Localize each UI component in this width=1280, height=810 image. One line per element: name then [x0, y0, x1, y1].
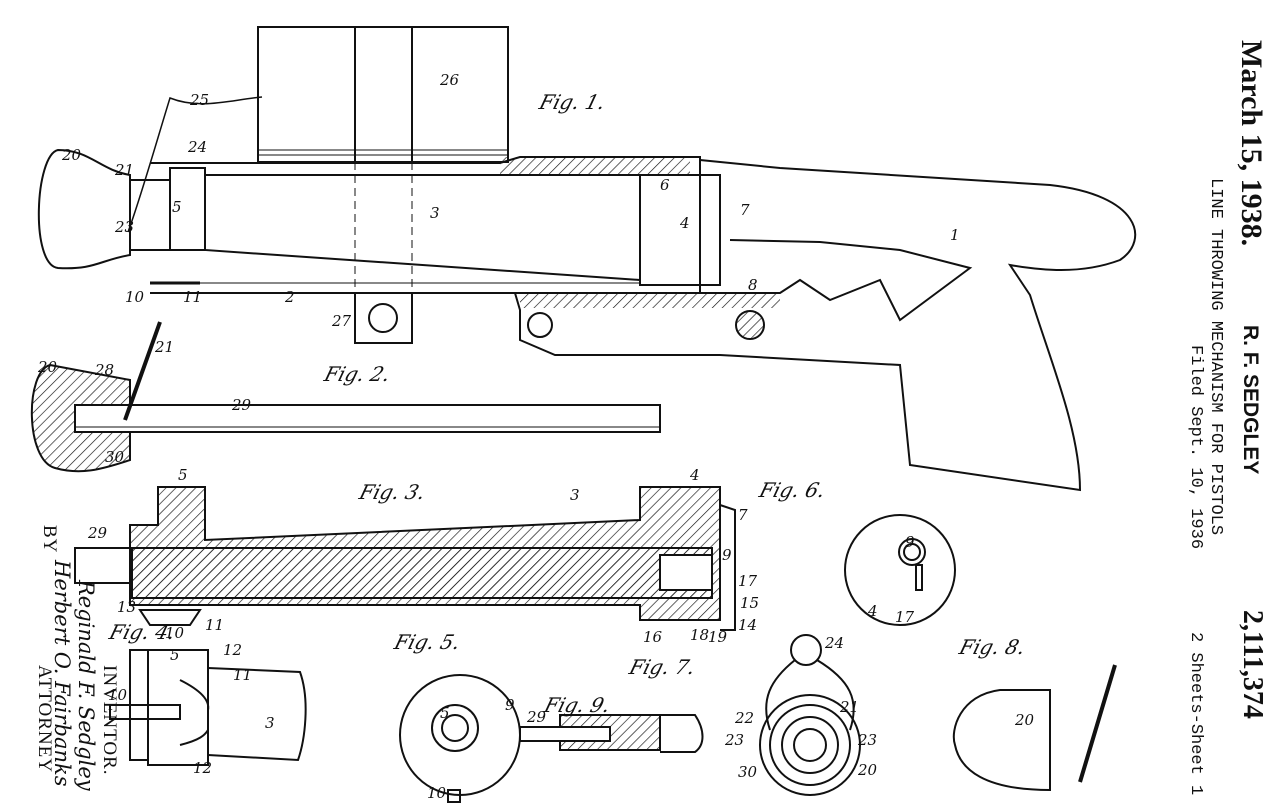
fig4-reference-numeral: 5 — [170, 646, 180, 664]
fig5-reference-numeral: 5 — [440, 704, 450, 722]
fig3-reference-numeral: 11 — [205, 616, 224, 634]
fig2-reference-numeral: 21 — [154, 338, 174, 356]
fig3-reference-numeral: 19 — [708, 628, 728, 646]
fig3-reference-numeral: 13 — [117, 598, 136, 616]
fig3-reference-numeral: 16 — [643, 628, 663, 646]
fig1-reference-numeral: 5 — [172, 198, 182, 216]
fig7-reference-numeral: 24 — [824, 634, 844, 652]
fig4-reference-numeral: 3 — [265, 714, 275, 732]
fig3-reference-numeral: 29 — [87, 524, 108, 542]
fig1-reference-numeral: 25 — [189, 91, 209, 109]
fig3-drawing — [74, 486, 736, 631]
fig3-reference-numeral: 4 — [689, 466, 700, 484]
fig5-reference-numeral: 10 — [427, 784, 447, 802]
fig1-reference-numeral: 11 — [183, 288, 202, 306]
fig3-reference-numeral: 3 — [570, 486, 580, 504]
fig1-reference-numeral: 21 — [114, 161, 134, 179]
fig2-reference-numeral: 28 — [94, 361, 114, 379]
fig6-reference-numeral: 9 — [905, 533, 915, 551]
fig1-reference-numeral: 27 — [331, 312, 352, 330]
fig1-reference-numeral: 3 — [430, 204, 440, 222]
fig1-reference-numeral: 1 — [950, 226, 960, 244]
fig1-reference-numeral: 26 — [439, 71, 460, 89]
fig4-reference-numeral: 12 — [193, 759, 212, 777]
fig1-reference-numeral: 6 — [660, 176, 670, 194]
fig1-reference-numeral: 4 — [679, 214, 690, 232]
fig3-reference-numeral: 5 — [178, 466, 188, 484]
fig9-reference-numeral: 29 — [526, 708, 547, 726]
fig2-reference-numeral: 20 — [37, 358, 58, 376]
fig7-reference-numeral: 23 — [857, 731, 877, 749]
fig3-reference-numeral: 14 — [738, 616, 757, 634]
fig3-reference-numeral: 15 — [740, 594, 759, 612]
fig2-reference-numeral: 29 — [231, 396, 252, 414]
fig1-reference-numeral: 7 — [740, 201, 750, 219]
fig7-reference-numeral: 20 — [857, 761, 878, 779]
fig9-drawing — [519, 714, 704, 753]
fig1-reference-numeral: 20 — [61, 146, 82, 164]
fig3-reference-numeral: 9 — [722, 546, 732, 564]
fig3-reference-numeral: 10 — [165, 624, 185, 642]
fig2-drawing — [30, 321, 661, 473]
fig4-reference-numeral: 11 — [233, 666, 252, 684]
fig6-reference-numeral: 17 — [895, 608, 915, 626]
fig7-reference-numeral: 22 — [734, 709, 754, 727]
fig5-reference-numeral: 9 — [505, 696, 515, 714]
fig3-reference-numeral: 7 — [738, 506, 748, 524]
fig7-reference-numeral: 30 — [738, 763, 758, 781]
fig1-reference-numeral: 23 — [114, 218, 134, 236]
fig8-drawing — [952, 664, 1117, 792]
fig7-reference-numeral: 23 — [724, 731, 744, 749]
fig1-reference-numeral: 10 — [125, 288, 145, 306]
fig6-drawing — [844, 514, 956, 626]
fig3-reference-numeral: 17 — [738, 572, 758, 590]
fig2-reference-numeral: 30 — [105, 448, 125, 466]
fig4-reference-numeral: 10 — [108, 686, 128, 704]
fig1-reference-numeral: 2 — [284, 288, 295, 306]
fig3-reference-numeral: 18 — [690, 626, 709, 644]
fig6-reference-numeral: 4 — [867, 602, 878, 620]
fig1-reference-numeral: 8 — [748, 276, 758, 294]
fig1-drawing — [37, 26, 1137, 492]
fig7-drawing — [759, 634, 861, 796]
fig4-reference-numeral: 12 — [223, 641, 242, 659]
fig4-drawing — [109, 649, 307, 766]
fig8-reference-numeral: 20 — [1014, 711, 1035, 729]
fig1-reference-numeral: 24 — [187, 138, 207, 156]
fig7-reference-numeral: 21 — [839, 698, 859, 716]
